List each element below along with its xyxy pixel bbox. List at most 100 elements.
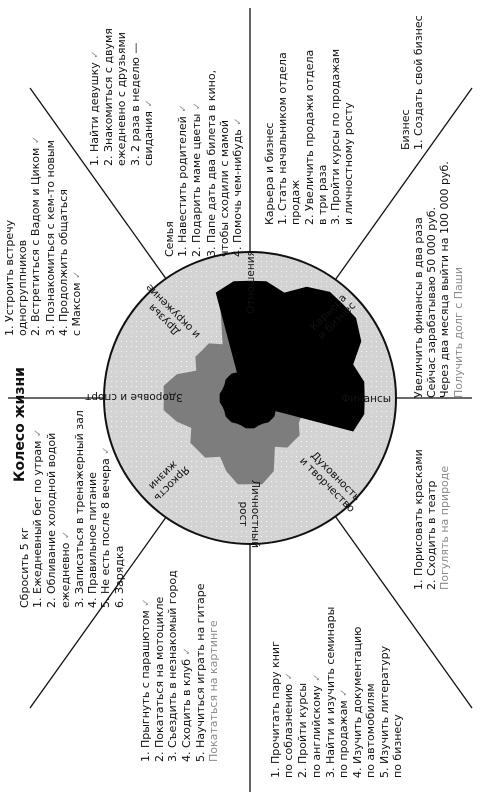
bright-item-text: 5. Научиться играть на гитаре — [193, 583, 207, 762]
relations-item-text: 3. 2 раза в неделю — — [128, 42, 142, 166]
health-item: 6. Зарядка — [113, 410, 126, 608]
panel-bright: 1. Прыгнуть с парашютом ✓2. Покататься н… — [139, 570, 220, 762]
bright-item: 3. Съездить в незнакомый город — [166, 570, 179, 762]
friends-item: одногруппников — [16, 136, 29, 336]
business-heading: Бизнес — [399, 109, 412, 150]
sector-label-text: Финансы — [341, 393, 391, 405]
panel-relations: 1. Найти девушку ✓2. Знакомиться с двумя… — [88, 28, 156, 166]
spirit-item-text: 2. Сходить в театр — [425, 480, 439, 590]
growth-item: по автомобилям — [364, 607, 377, 778]
dark-score-shape — [215, 280, 365, 432]
career-heading: Карьера и бизнес — [263, 122, 276, 225]
relations-item: 2. Знакомиться с двумя — [102, 28, 115, 166]
finance-item: Через два месяца выйти на 100 000 руб. — [438, 161, 451, 398]
bright-item: 1. Прыгнуть с парашютом ✓ — [139, 570, 153, 762]
spirit-item: 1. Порисовать красками — [412, 449, 425, 590]
checkmark-icon: ✓ — [101, 446, 113, 455]
health-item-text: 4. Правильное питание — [86, 472, 100, 608]
friends-item: 4. Продолжить общаться — [57, 136, 70, 336]
family-item: 1. Навестить родителей ✓ — [176, 70, 190, 257]
health-item-text: 1. Ежедневный бег по утрам — [31, 440, 45, 608]
sector-label-text: рост — [237, 502, 249, 527]
growth-item-text: по продажам — [337, 700, 351, 778]
finance-item: Сейчас зарабатываю 50 000 руб. — [425, 161, 438, 398]
finance-item-text: Увеличить финансы в два раза — [412, 217, 425, 398]
checkmark-icon: ✓ — [284, 671, 296, 681]
health-item-text: 3. Записаться в тренажерный зал — [72, 410, 86, 608]
friends-item-text: с Максом — [70, 282, 84, 337]
relations-item-text: свидания — [141, 111, 155, 166]
career-item: 1. Стать начальником отдела — [276, 49, 289, 225]
health-item-text: 5. Не есть после 8 вечера — [99, 458, 113, 608]
spirit-item-text: 1. Порисовать красками — [412, 449, 425, 590]
health-item-text: ежедневно — [58, 542, 72, 608]
bright-item-text: 1. Прыгнуть с парашютом — [139, 610, 152, 762]
friends-item-text: 2. Встретиться с Вадом и Циком — [29, 147, 43, 336]
career-item: в три раза — [316, 49, 329, 225]
sector-label: Финансы — [341, 393, 391, 405]
business-item-text: 1. Создать свой бизнес — [412, 15, 426, 150]
checkmark-icon: ✓ — [311, 673, 323, 682]
checkmark-icon: ✓ — [60, 530, 72, 540]
checkmark-icon: ✓ — [33, 428, 45, 438]
family-item: чтобы сходили с мамой — [218, 70, 231, 257]
family-item: 4. Помочь чем-нибудь ✓ — [231, 70, 245, 257]
health-item: ежедневно ✓ — [59, 410, 73, 608]
checkmark-icon: ✓ — [72, 270, 84, 279]
spirit-item: 2. Сходить в театр — [425, 449, 438, 590]
health-item: 3. Записаться в тренажерный зал — [73, 410, 86, 608]
family-item-text: 3. Папе дать два билета в кино, — [204, 69, 218, 257]
checkmark-icon: ✓ — [31, 135, 43, 145]
health-item: 2. Обливание холодной водой — [45, 410, 58, 608]
career-item-text: и личностному росту — [342, 102, 356, 225]
friends-item: с Максом ✓ — [70, 136, 84, 336]
growth-item: 5. Изучить литературу — [378, 607, 391, 778]
family-heading: Семья — [163, 221, 176, 257]
sector-label: Здоровье и спорт — [85, 391, 183, 403]
career-item-text: 1. Стать начальником отдела — [276, 52, 290, 225]
growth-item-text: по соблазнению — [282, 683, 296, 778]
growth-item-text: 4. Изучить документацию — [351, 626, 365, 778]
checkmark-icon: ✓ — [181, 647, 193, 656]
health-heading: Сбросить 5 кг — [18, 527, 31, 608]
growth-item: по бизнесу — [391, 607, 404, 778]
growth-item: по продажам ✓ — [337, 607, 351, 778]
friends-item: 1. Устроить встречу — [3, 136, 16, 336]
growth-item-text: 5. Изучить литературу — [377, 645, 391, 778]
relations-item-text: 2. Знакомиться с двумя — [102, 28, 116, 166]
bright-note: Покататься на картинге — [207, 620, 221, 762]
growth-item: по английскому ✓ — [310, 607, 324, 778]
bright-item: 2. Покататься на мотоцикле — [153, 570, 166, 762]
family-item-text: 2. Подарить маме цветы — [190, 113, 204, 257]
career-item: и личностному росту — [342, 49, 355, 225]
relations-item: 1. Найти девушку ✓ — [88, 28, 102, 166]
business-item: 1. Создать свой бизнес — [412, 15, 425, 150]
growth-item: 2. Пройти курсы — [296, 607, 309, 778]
bright-item: 5. Научиться играть на гитаре — [194, 570, 207, 762]
checkmark-icon: ✓ — [143, 99, 155, 108]
growth-item: 4. Изучить документацию — [351, 607, 364, 778]
health-item: 4. Правильное питание — [86, 410, 99, 608]
bright-item-text: 3. Съездить в незнакомый город — [166, 570, 180, 762]
growth-item-text: 2. Пройти курсы — [296, 682, 310, 778]
bright-item: 4. Сходить в клуб ✓ — [180, 570, 194, 762]
friends-item: 3. Познакомиться с кем-то новым — [44, 136, 57, 336]
career-item-text: 2. Увеличить продажи отдела — [302, 49, 316, 225]
career-item-text: 3. Пройти курсы по продажам — [329, 48, 343, 225]
relations-item-text: ежедневно с друзьями — [115, 32, 129, 166]
sector-label-text: Здоровье и спорт — [85, 391, 183, 403]
friends-item-text: одногруппников — [16, 239, 30, 336]
career-item: продаж — [289, 49, 302, 225]
checkmark-icon: ✓ — [141, 598, 152, 607]
bright-item-text: 2. Покататься на мотоцикле — [153, 596, 167, 762]
checkmark-icon: ✓ — [178, 104, 190, 113]
growth-item: 1. Прочитать пару книг — [269, 607, 282, 778]
finance-item: Увеличить финансы в два раза — [412, 161, 425, 398]
